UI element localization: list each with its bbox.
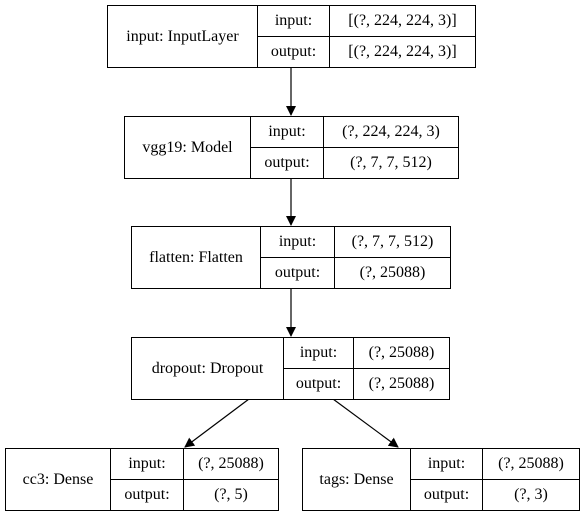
edge-dropout-to-tags: [332, 398, 399, 448]
node-input: input: InputLayer input: [(?, 224, 224, 3…: [107, 5, 476, 68]
node-name: tags: Dense: [303, 449, 411, 510]
input-value: (?, 224, 224, 3): [342, 123, 440, 140]
output-label: output:: [111, 480, 184, 510]
output-value: (?, 5): [214, 486, 248, 503]
node-dropout: dropout: Dropout input: (?, 25088) output…: [131, 337, 450, 400]
output-label: output:: [261, 258, 335, 288]
node-cc3: cc3: Dense input: (?, 25088) output: (?, 5…: [5, 448, 279, 511]
node-vgg19: vgg19: Model input: (?, 224, 224, 3) outp…: [124, 116, 459, 179]
input-label: input:: [284, 338, 354, 368]
node-name: input: InputLayer: [108, 6, 258, 67]
output-value: (?, 7, 7, 512): [350, 154, 432, 171]
output-label: output:: [251, 148, 324, 178]
node-flatten: flatten: Flatten input: (?, 7, 7, 512) ou…: [131, 226, 451, 289]
output-label: output:: [411, 480, 483, 510]
output-value: (?, 25088): [368, 375, 435, 392]
output-label: output:: [258, 37, 330, 67]
input-value: (?, 25088): [368, 344, 435, 361]
node-tags: tags: Dense input: (?, 25088) output: (?, …: [302, 448, 580, 511]
node-name: cc3: Dense: [6, 449, 111, 510]
node-name: vgg19: Model: [125, 117, 251, 178]
output-value: (?, 25088): [359, 264, 426, 281]
output-value: [(?, 224, 224, 3)]: [348, 43, 457, 60]
input-value: (?, 7, 7, 512): [351, 233, 434, 250]
input-label: input:: [411, 449, 483, 479]
edge-dropout-to-cc3: [184, 398, 250, 448]
node-name: dropout: Dropout: [132, 338, 284, 399]
input-label: input:: [258, 6, 330, 36]
input-label: input:: [251, 117, 324, 147]
input-label: input:: [261, 227, 335, 257]
input-label: input:: [111, 449, 184, 479]
output-value: (?, 3): [514, 486, 548, 503]
input-value: [(?, 224, 224, 3)]: [348, 12, 457, 29]
output-label: output:: [284, 369, 354, 399]
node-name: flatten: Flatten: [132, 227, 261, 288]
input-value: (?, 25088): [498, 455, 564, 472]
input-value: (?, 25088): [198, 455, 264, 472]
